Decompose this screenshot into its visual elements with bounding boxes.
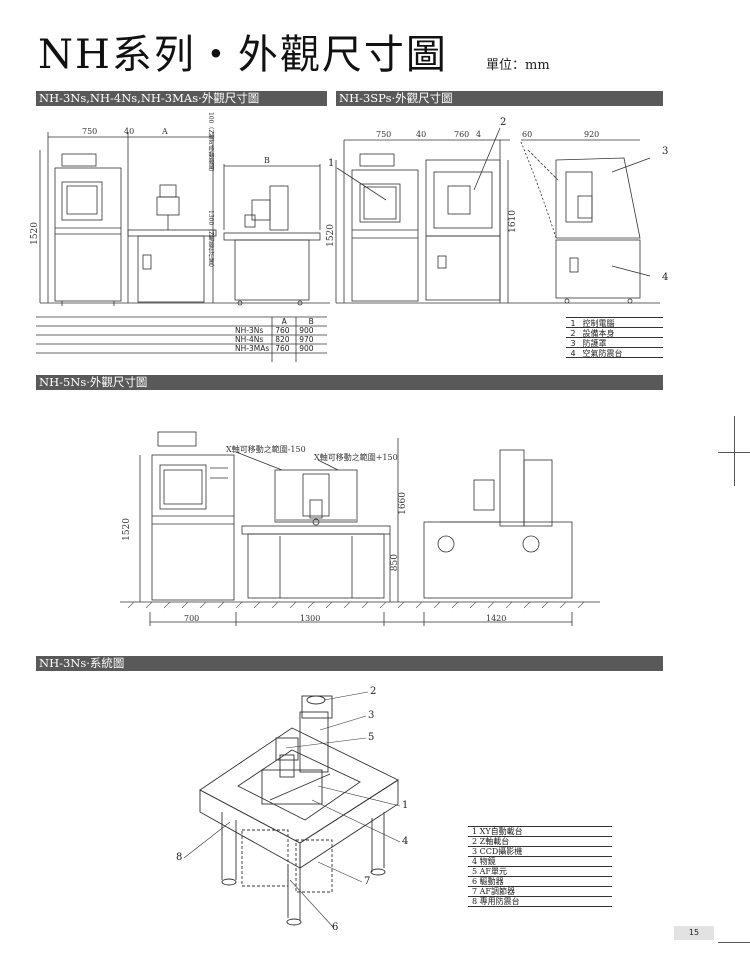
- dim-1610: 1610: [508, 210, 518, 233]
- callout-4: 4: [402, 836, 409, 847]
- callout-8: 8: [176, 852, 183, 863]
- dim-z-base: 1300（Z軸最低位置）: [207, 210, 214, 272]
- dim-750: 750: [376, 130, 392, 139]
- callout-2: 2: [370, 686, 377, 697]
- dim-760: 760: [454, 130, 470, 139]
- list-item: 1 控制電腦: [566, 318, 663, 328]
- list-item: 2 設備本身: [566, 328, 663, 338]
- dim-b: B: [264, 156, 270, 165]
- dim-1420: 1420: [486, 614, 507, 623]
- legend-nh3sps: 1 控制電腦 2 設備本身 3 防護罩 4 空氣防震台: [566, 317, 663, 358]
- section-header-nh3ns: NH-3Ns,NH-4Ns,NH-3MAs·外觀尺寸圖: [36, 91, 327, 106]
- page-title: NH系列・外觀尺寸圖: [38, 32, 448, 78]
- list-item: 6 驅動器: [468, 877, 612, 887]
- list-item: 5 AF單元: [468, 867, 612, 877]
- dim-4: 4: [476, 130, 482, 139]
- dim-a: A: [162, 127, 168, 136]
- list-item: 7 AF調節器: [468, 887, 612, 897]
- callout-1: 1: [328, 158, 335, 169]
- callout-4: 4: [662, 272, 669, 283]
- list-item: 3 防護罩: [566, 338, 663, 348]
- dim-1520: 1520: [122, 518, 132, 541]
- dim-40: 40: [416, 130, 427, 139]
- dim-60: 60: [522, 130, 533, 139]
- dim-920: 920: [584, 130, 600, 139]
- model-table: A B NH-3Ns 760 900 NH-4Ns 820 970 NH-3MA…: [232, 317, 326, 353]
- list-item: 4 空氣防震台: [566, 348, 663, 358]
- dim-1520: 1520: [326, 224, 336, 247]
- section-header-nh3sps: NH-3SPs·外觀尺寸圖: [336, 91, 663, 106]
- callout-2: 2: [500, 117, 507, 128]
- callout-1: 1: [402, 800, 409, 811]
- table-header-a: A: [281, 317, 287, 326]
- list-item: 3 CCD攝影機: [468, 847, 612, 857]
- dim-1520: 1520: [30, 222, 40, 245]
- legend-system: 1 XY自動載台 2 Z軸載台 3 CCD攝影機 4 物鏡 5 AF單元 6 驅…: [468, 826, 612, 907]
- callout-7: 7: [364, 876, 371, 887]
- dim-x-minus: X軸可移動之範圍-150: [226, 445, 306, 454]
- page-number: 15: [674, 926, 714, 940]
- list-item: 4 物鏡: [468, 857, 612, 867]
- dim-700: 700: [184, 614, 200, 623]
- dim-750: 750: [82, 127, 98, 136]
- table-row: NH-3Ns 760 900: [235, 326, 314, 335]
- callout-5: 5: [368, 732, 375, 743]
- table-row: NH-4Ns 820 970: [235, 335, 314, 344]
- table-row: NH-3MAs 760 900: [235, 344, 314, 353]
- table-header-b: B: [308, 317, 314, 326]
- list-item: 8 專用防震台: [468, 897, 612, 907]
- table-row: A B: [232, 317, 326, 326]
- dim-1660: 1660: [398, 492, 408, 515]
- list-item: 1 XY自動載台: [468, 827, 612, 837]
- callout-3: 3: [368, 710, 375, 721]
- dim-40: 40: [124, 127, 135, 136]
- crop-mark: [718, 942, 750, 943]
- dim-x-plus: X軸可移動之範圍+150: [314, 453, 398, 462]
- callout-3: 3: [662, 146, 669, 157]
- crop-mark: [734, 416, 735, 486]
- dim-850: 850: [390, 554, 400, 572]
- list-item: 2 Z軸載台: [468, 837, 612, 847]
- callout-6: 6: [332, 922, 339, 933]
- section-header-system: NH-3Ns·系統圖: [36, 656, 663, 671]
- section-header-nh5ns: NH-5Ns·外觀尺寸圖: [36, 375, 663, 390]
- unit-label: 單位：mm: [486, 58, 550, 73]
- dim-z-range: 100（Z軸可移動範圍）: [207, 112, 214, 176]
- dim-1300: 1300: [300, 614, 321, 623]
